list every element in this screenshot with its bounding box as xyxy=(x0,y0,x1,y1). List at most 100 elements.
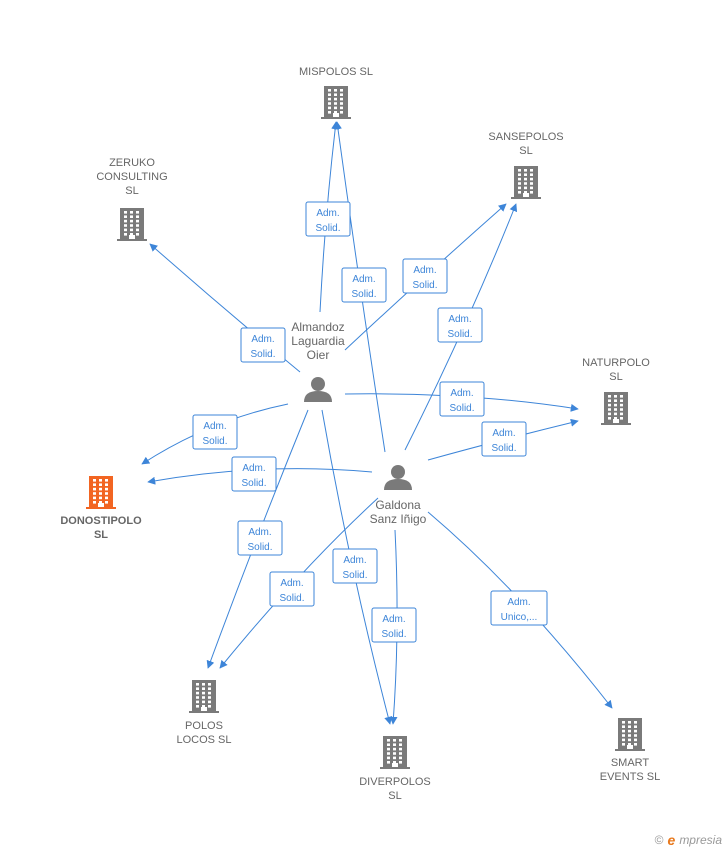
edge-label-box xyxy=(240,327,286,363)
edge-label-box xyxy=(439,381,485,417)
edge-label-text: Adm. xyxy=(203,421,226,432)
edge-label-box xyxy=(437,307,483,343)
company-label: SL xyxy=(609,371,622,383)
company-label: POLOS xyxy=(185,720,223,732)
company-node-sansepolos[interactable]: SANSEPOLOS SL xyxy=(488,131,564,199)
building-icon xyxy=(380,736,410,769)
company-label: SL xyxy=(125,185,138,197)
company-node-mispolos[interactable]: MISPOLOS SL xyxy=(299,66,373,119)
edge-label-text: Solid. xyxy=(202,436,227,447)
person-label: Almandoz xyxy=(291,320,344,334)
brand-name: mpresia xyxy=(679,833,722,847)
edge-label-text: Adm. xyxy=(242,463,265,474)
edge-label-text: Solid. xyxy=(241,478,266,489)
company-label: NATURPOLO xyxy=(582,357,650,369)
edge-label-text: Unico,... xyxy=(501,612,538,623)
person-label: Oier xyxy=(307,348,330,362)
company-label: SL xyxy=(94,529,108,541)
edge-label-box xyxy=(490,590,548,626)
edge-label-text: Solid. xyxy=(247,542,272,553)
edge-label-text: Adm. xyxy=(382,614,405,625)
edge-label-box xyxy=(192,414,238,450)
edge-label-text: Adm. xyxy=(316,208,339,219)
edge-label-box xyxy=(231,456,277,492)
edge-label-text: Adm. xyxy=(413,265,436,276)
edge-label-almandoz-sansepolos[interactable]: Adm. Solid. xyxy=(402,258,448,294)
edge-label-box xyxy=(402,258,448,294)
building-icon xyxy=(321,86,351,119)
company-label: DIVERPOLOS xyxy=(359,776,431,788)
edge-label-box xyxy=(269,571,315,607)
company-label: MISPOLOS SL xyxy=(299,66,373,78)
person-label: Laguardia xyxy=(291,334,345,348)
edge-label-text: Adm. xyxy=(352,274,375,285)
edge-label-galdona-mispolos[interactable]: Adm. Solid. xyxy=(341,267,387,303)
company-label: SANSEPOLOS xyxy=(488,131,563,143)
company-node-zeruko[interactable]: ZERUKO CONSULTING SL xyxy=(96,157,168,241)
company-label: EVENTS SL xyxy=(600,771,661,783)
edge-label-almandoz-zeruko[interactable]: Adm. Solid. xyxy=(240,327,286,363)
edge-label-text: Adm. xyxy=(492,428,515,439)
company-label: LOCOS SL xyxy=(176,734,231,746)
company-label: SL xyxy=(519,145,532,157)
edge-label-box xyxy=(305,201,351,237)
edge-label-text: Solid. xyxy=(491,443,516,454)
edge-label-almandoz-poloslocos[interactable]: Adm. Solid. xyxy=(237,520,283,556)
edge-label-box xyxy=(341,267,387,303)
edge-label-text: Adm. xyxy=(507,597,530,608)
edge-label-box xyxy=(237,520,283,556)
company-node-smartevents[interactable]: SMART EVENTS SL xyxy=(600,718,661,783)
edge-label-galdona-smartevents[interactable]: Adm. Unico,... xyxy=(490,590,548,626)
edge-label-text: Solid. xyxy=(447,329,472,340)
edge-label-text: Adm. xyxy=(343,555,366,566)
edge-label-almandoz-diverpolos[interactable]: Adm. Solid. xyxy=(332,548,378,584)
company-node-diverpolos[interactable]: DIVERPOLOS SL xyxy=(359,736,431,802)
edge-label-text: Solid. xyxy=(315,223,340,234)
building-icon xyxy=(601,392,631,425)
edge-label-text: Solid. xyxy=(250,349,275,360)
edge-label-almandoz-donostipolo[interactable]: Adm. Solid. xyxy=(192,414,238,450)
edge-label-text: Solid. xyxy=(351,289,376,300)
edge-label-almandoz-mispolos[interactable]: Adm. Solid. xyxy=(305,201,351,237)
building-icon xyxy=(117,208,147,241)
company-label: SMART xyxy=(611,757,650,769)
nodes-layer: MISPOLOS SL SANSEPOLOS SL ZERUKO CONSULTING S… xyxy=(60,66,660,802)
company-node-naturpolo[interactable]: NATURPOLO SL xyxy=(582,357,650,425)
edge-label-text: Adm. xyxy=(248,527,271,538)
edge-label-text: Solid. xyxy=(381,629,406,640)
edge-label-galdona-diverpolos[interactable]: Adm. Solid. xyxy=(371,607,417,643)
edge-label-galdona-sansepolos[interactable]: Adm. Solid. xyxy=(437,307,483,343)
building-icon xyxy=(615,718,645,751)
building-icon xyxy=(511,166,541,199)
company-node-poloslocos[interactable]: POLOS LOCOS SL xyxy=(176,680,232,746)
edge-label-text: Solid. xyxy=(412,280,437,291)
edge-label-text: Solid. xyxy=(342,570,367,581)
edge-label-text: Adm. xyxy=(280,578,303,589)
edge-label-almandoz-naturpolo[interactable]: Adm.Solid. xyxy=(439,381,485,417)
edge-label-galdona-poloslocos[interactable]: Adm.Solid. xyxy=(269,571,315,607)
company-label: ZERUKO xyxy=(109,157,155,169)
edge-label-text: Adm. xyxy=(251,334,274,345)
edge-label-box xyxy=(481,421,527,457)
person-icon xyxy=(384,465,412,490)
building-icon xyxy=(86,476,116,509)
company-label: SL xyxy=(388,790,401,802)
brand-logo-initial: e xyxy=(667,832,676,848)
building-icon xyxy=(189,680,219,713)
person-icon xyxy=(304,377,332,402)
edge-label-box xyxy=(371,607,417,643)
edge-label-text: Adm. xyxy=(450,388,473,399)
edge-label-galdona-donostipolo[interactable]: Adm. Solid. xyxy=(231,456,277,492)
company-label: CONSULTING xyxy=(96,171,167,183)
edge-labels-layer: Adm. Solid. Adm. Solid. Adm. Solid. Adm. Solid.… xyxy=(192,201,548,643)
person-label: Galdona xyxy=(375,498,421,512)
copyright-icon: © xyxy=(654,833,664,847)
edge-label-galdona-naturpolo[interactable]: Adm. Solid. xyxy=(481,421,527,457)
edge-label-text: Adm. xyxy=(448,314,471,325)
person-label: Sanz Iñigo xyxy=(370,512,427,526)
